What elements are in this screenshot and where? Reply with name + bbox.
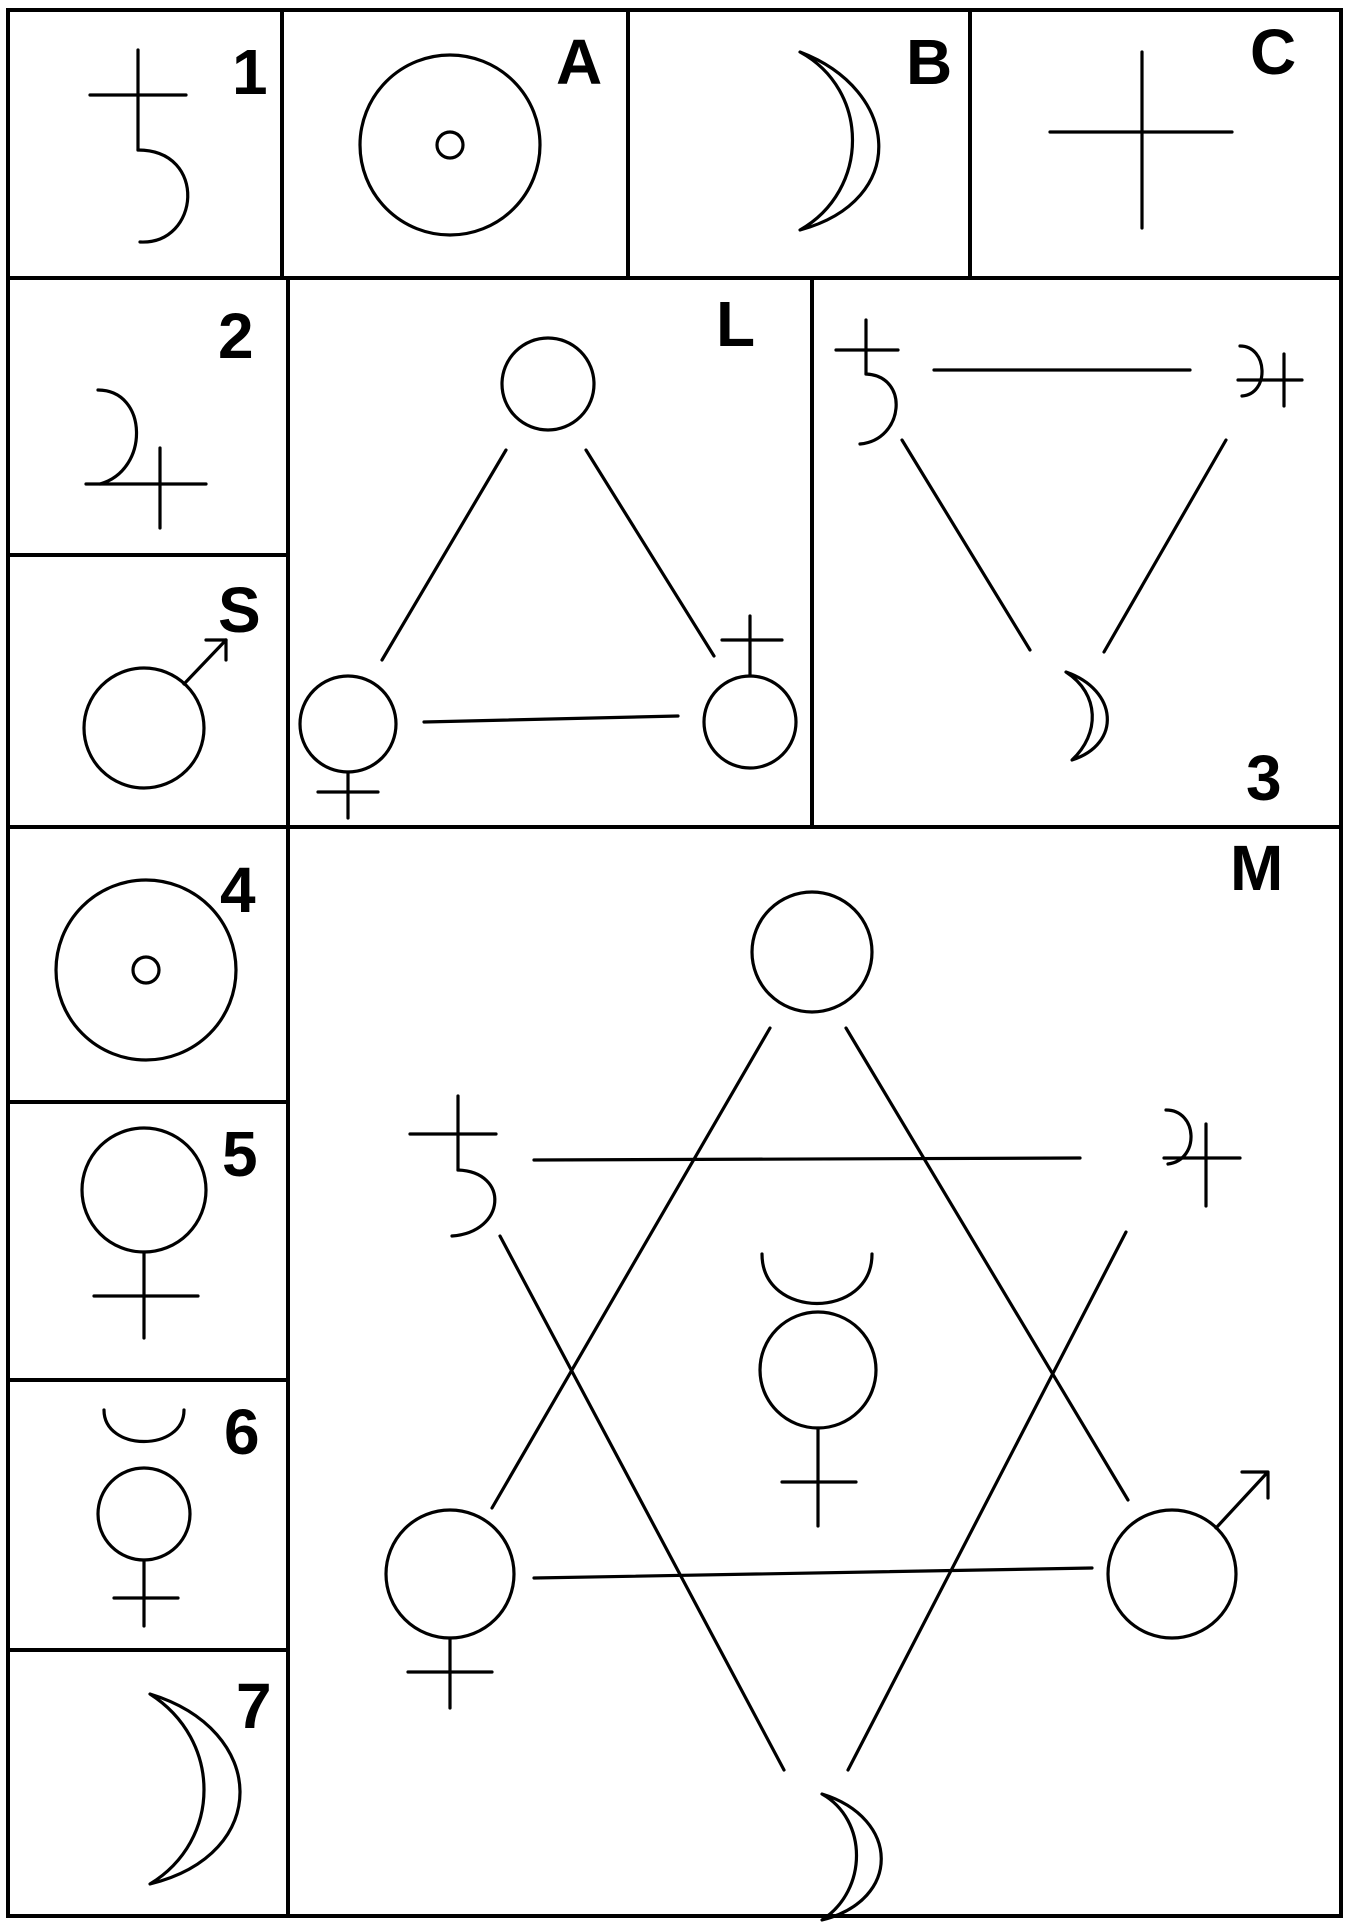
saturn-node-icon <box>408 1094 498 1238</box>
moon-node-icon <box>1064 670 1109 762</box>
panel-label-S: L <box>716 288 755 360</box>
panel-label-3: S <box>218 574 261 646</box>
panel-label-C: C <box>1250 16 1296 88</box>
triangle-edges <box>900 368 1228 654</box>
panel-label-6: 6 <box>224 1396 260 1468</box>
panel-S: L <box>298 288 798 820</box>
panel-label-A: A <box>556 26 602 98</box>
mercury-icon <box>96 1408 192 1628</box>
panel-label-B: B <box>906 26 952 98</box>
hexagram-edges <box>490 1026 1130 1772</box>
panel-grid-frame <box>6 8 1343 1918</box>
moon-node-icon <box>820 1792 883 1922</box>
panel-label-4: 4 <box>220 854 256 926</box>
panel-7: 7 <box>148 1670 272 1886</box>
saturn-node-icon <box>834 318 900 446</box>
saturn-icon <box>88 48 190 244</box>
jupiter-node-icon <box>1162 1108 1242 1208</box>
panel-L: 3 <box>834 318 1304 814</box>
triangle-edges <box>380 448 716 724</box>
cross-icon <box>1048 50 1234 230</box>
mars-node-icon <box>702 614 798 770</box>
panel-M: M <box>384 832 1283 1922</box>
mars-node-icon <box>1106 1470 1270 1640</box>
panel-2: 2 <box>84 300 254 530</box>
panel-label-5: 5 <box>222 1118 258 1190</box>
mars-icon <box>82 638 228 790</box>
jupiter-node-icon <box>1236 344 1304 408</box>
panel-B: B <box>798 26 952 232</box>
panel-5: 5 <box>80 1118 258 1340</box>
panel-4: 4 <box>54 854 256 1062</box>
panel-6: 6 <box>96 1396 260 1628</box>
moon-icon <box>798 50 881 232</box>
panel-1: 1 <box>88 36 268 244</box>
mercury-node-icon <box>758 1252 878 1528</box>
panel-label-M: M <box>1230 832 1283 904</box>
panel-label-7: 7 <box>236 1670 272 1742</box>
sun-node-icon <box>750 890 874 1014</box>
jupiter-icon <box>84 388 208 530</box>
moon-icon <box>148 1692 242 1886</box>
sun-icon <box>358 53 542 237</box>
venus-icon <box>80 1126 208 1340</box>
panel-label-1: 1 <box>232 36 268 108</box>
panel-3: S <box>82 574 261 790</box>
venus-node-icon <box>384 1508 516 1710</box>
panel-label-2: 2 <box>218 300 254 372</box>
panel-A: A <box>358 26 602 237</box>
panel-C: C <box>1048 16 1296 230</box>
venus-node-icon <box>298 674 398 820</box>
sun-icon <box>54 878 238 1062</box>
sun-node-icon <box>500 336 596 432</box>
panel-label-L: 3 <box>1246 742 1282 814</box>
